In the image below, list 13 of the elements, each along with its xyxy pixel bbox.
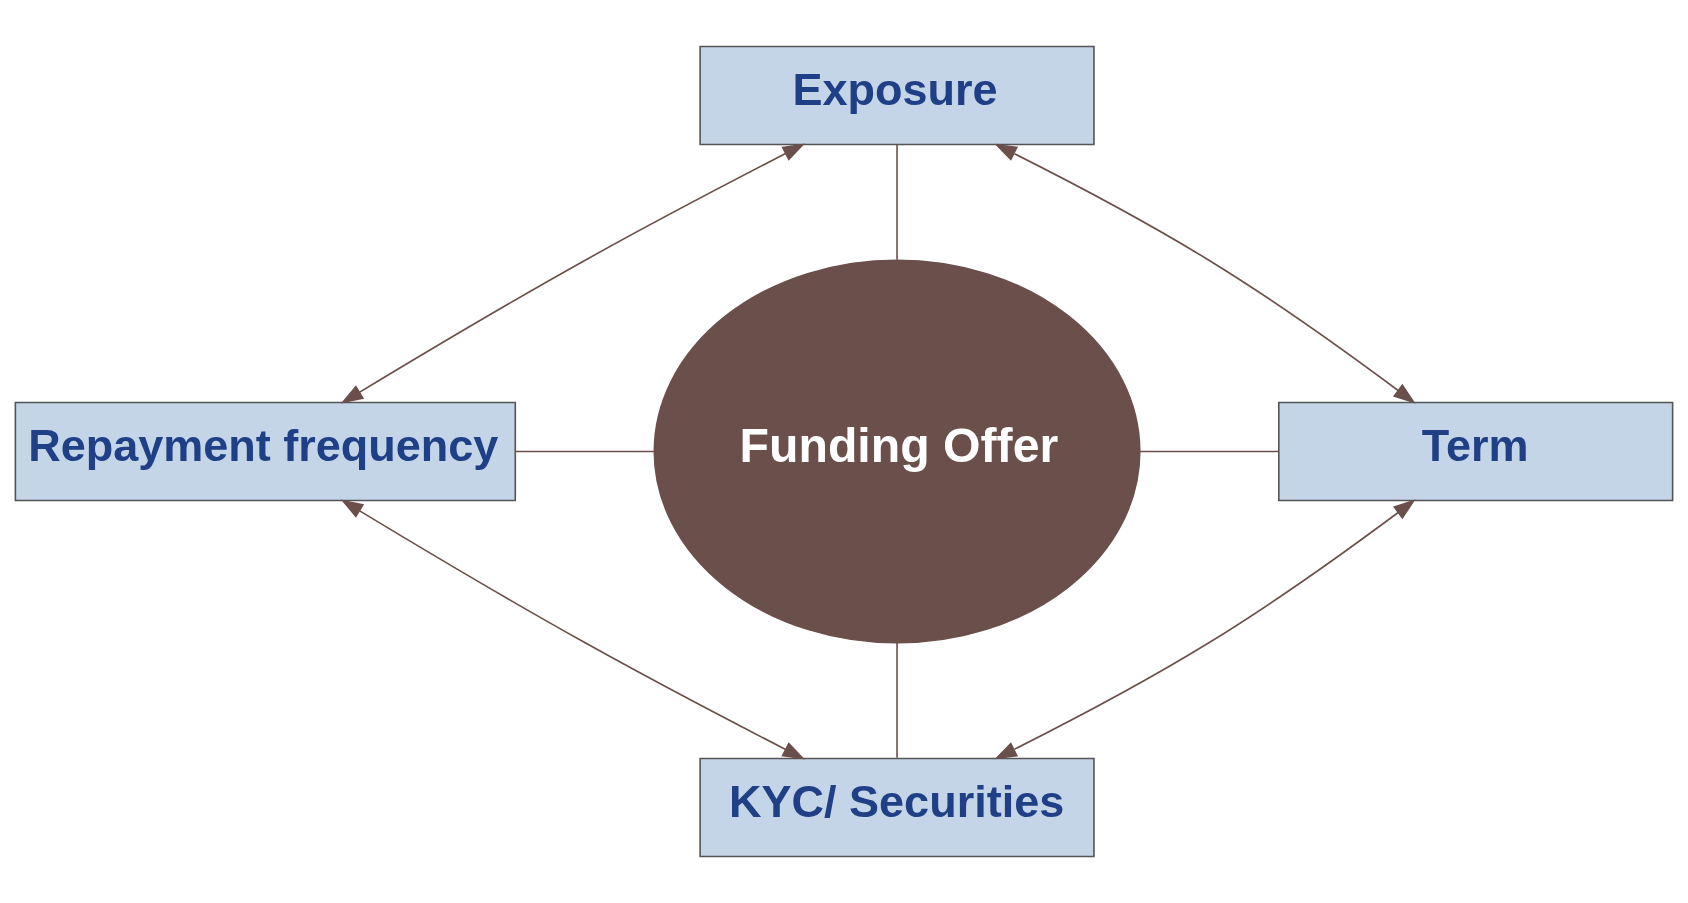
connector [896, 642, 898, 759]
node-box: Exposure [699, 45, 1095, 146]
node-ellipse: Funding Offer [653, 259, 1141, 644]
arrow [994, 143, 1416, 404]
arrow [340, 499, 806, 760]
arrow [340, 143, 806, 404]
node-box: Term [1278, 401, 1674, 502]
node-box: Repayment frequency [14, 401, 517, 502]
connector [515, 450, 656, 453]
connector [1139, 450, 1280, 453]
node-box: KYC/ Securities [699, 757, 1095, 858]
arrow [994, 499, 1416, 760]
connector [896, 143, 898, 261]
